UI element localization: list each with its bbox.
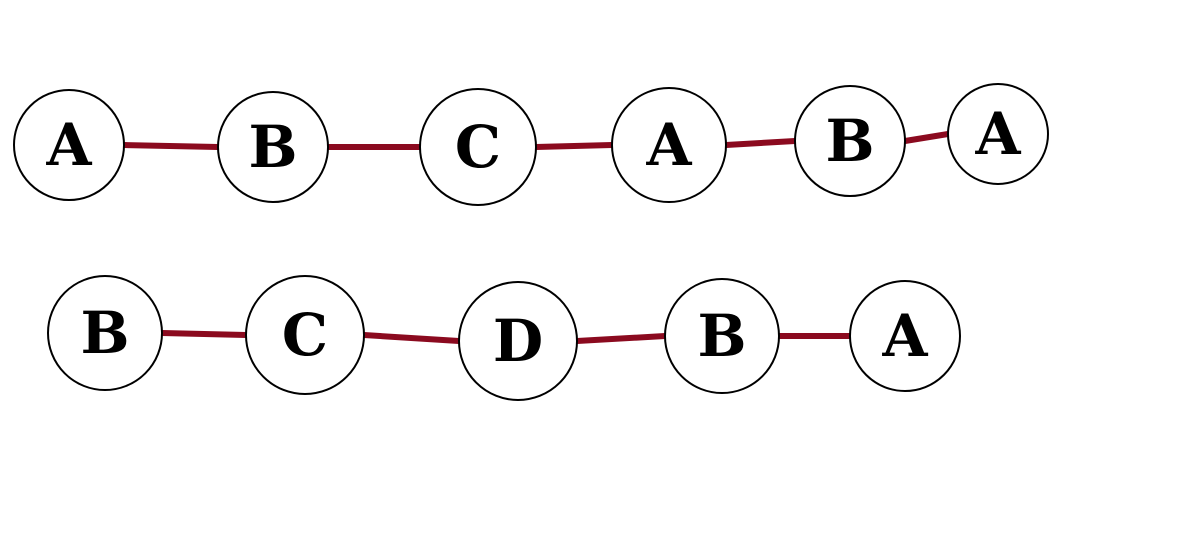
edge-row-2-3-4: [574, 333, 668, 344]
node-circle: [664, 278, 780, 394]
edge-row-1-1-2: [121, 142, 221, 150]
node-row-2-4: B: [664, 278, 780, 394]
node-row-1-6: A: [947, 83, 1049, 185]
node-label: B: [825, 107, 874, 175]
node-label: C: [282, 301, 328, 369]
node-label: D: [493, 307, 543, 375]
node-circle: [217, 91, 329, 203]
node-row-1-1: A: [13, 89, 125, 201]
node-circle: [13, 89, 125, 201]
node-row-2-1: B: [47, 275, 163, 391]
node-label: A: [881, 302, 928, 370]
node-circle: [47, 275, 163, 391]
node-circle: [947, 83, 1049, 185]
node-circle: [419, 88, 537, 206]
edge-row-1-5-6: [902, 131, 951, 144]
edge-row-1-3-4: [533, 142, 615, 150]
node-row-1-4: A: [611, 87, 727, 203]
node-circle: [849, 280, 961, 392]
nodes-layer: A B C A B A B C D B A: [13, 83, 1049, 401]
node-circle: [794, 85, 906, 197]
node-label: A: [974, 100, 1021, 168]
node-row-2-2: C: [245, 275, 365, 395]
node-row-2-3: D: [458, 281, 578, 401]
node-circle: [611, 87, 727, 203]
node-row-1-5: B: [794, 85, 906, 197]
edges-layer: [121, 131, 951, 344]
node-row-1-2: B: [217, 91, 329, 203]
edge-row-2-2-3: [361, 332, 462, 344]
node-row-1-3: C: [419, 88, 537, 206]
node-label: B: [697, 302, 746, 370]
edge-row-2-1-2: [159, 330, 249, 338]
node-label: A: [45, 111, 92, 179]
node-row-2-5: A: [849, 280, 961, 392]
edge-row-1-4-5: [723, 138, 798, 148]
node-circle: [245, 275, 365, 395]
node-label: C: [455, 113, 501, 181]
node-label: B: [248, 113, 297, 181]
node-label: A: [645, 111, 692, 179]
node-circle: [458, 281, 578, 401]
node-label: B: [80, 299, 129, 367]
